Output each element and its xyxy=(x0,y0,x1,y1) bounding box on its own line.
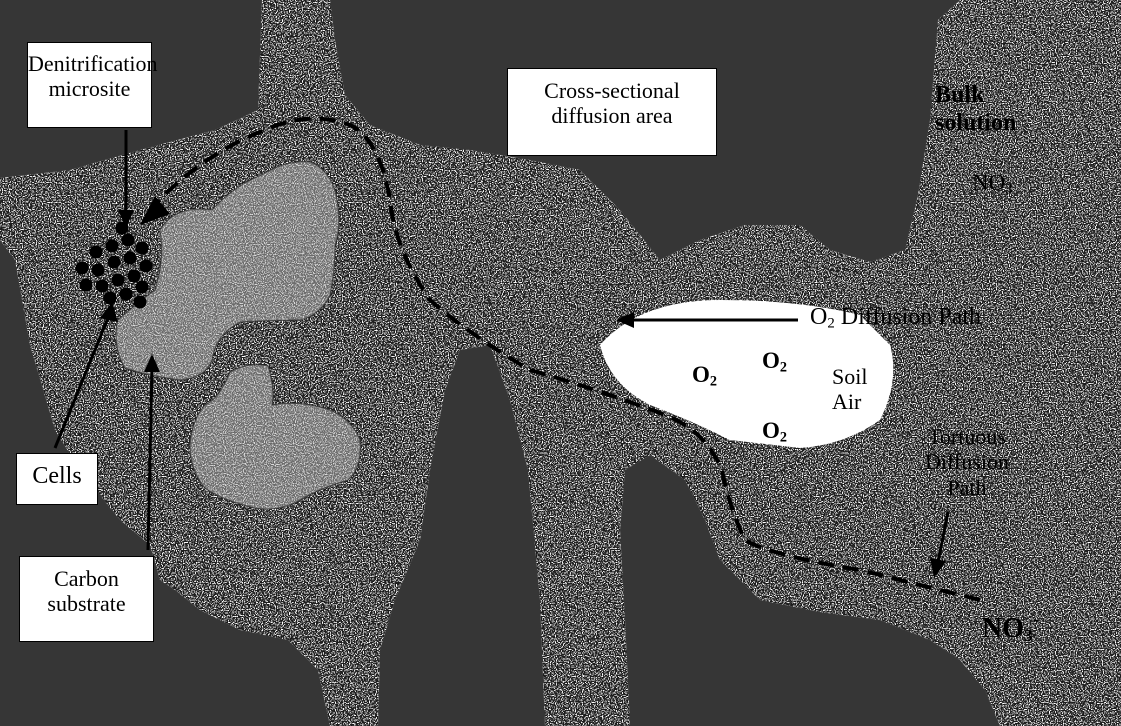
carbon-substrate-line-1: Carbon xyxy=(20,566,153,591)
tortuous-line-1: Tortuous xyxy=(925,424,1009,449)
o2-left-base: O xyxy=(692,362,710,387)
o2-molecule-bottom: O2 xyxy=(762,418,787,446)
nitrate-outlet-subscript: 3 xyxy=(1024,626,1033,645)
carbon-substrate-line-2: substrate xyxy=(20,591,153,616)
o2-bottom-base: O xyxy=(762,418,780,443)
cross-sectional-area-label: Cross-sectional diffusion area xyxy=(507,68,717,156)
o2-path-text: Diffusion Path xyxy=(835,304,981,330)
soil-air-line-1: Soil xyxy=(832,364,867,389)
o2-top-base: O xyxy=(762,348,780,373)
o2-path-o: O xyxy=(810,304,827,330)
o2-molecule-left: O2 xyxy=(692,362,717,390)
bulk-solution-line-2: solution xyxy=(935,110,1016,138)
bulk-solution-line-1: Bulk xyxy=(935,82,1016,110)
carbon-substrate-label: Carbon substrate xyxy=(19,556,154,642)
o2-top-subscript: 2 xyxy=(780,360,787,376)
nitrate-bulk-base: NO xyxy=(972,170,1005,195)
microsite-label-line-1: Denitrification xyxy=(28,51,151,76)
nitrate-bulk-subscript: 3 xyxy=(1005,182,1012,198)
cross-sectional-line-2: diffusion area xyxy=(508,103,716,128)
o2-path-subscript: 2 xyxy=(827,316,834,332)
soil-air-label: Soil Air xyxy=(832,364,867,415)
cells-label-text: Cells xyxy=(32,463,81,489)
tortuous-diffusion-path-label: Tortuous Diffusion Path xyxy=(925,424,1009,500)
nitrate-outlet-superscript: - xyxy=(1033,610,1039,629)
soil-air-line-2: Air xyxy=(832,389,867,414)
bulk-solution-label: Bulk solution xyxy=(935,82,1016,137)
microsite-label-line-2: microsite xyxy=(28,76,151,101)
nitrate-outlet-label: NO3- xyxy=(982,610,1038,646)
tortuous-line-2: Diffusion xyxy=(925,449,1009,474)
o2-bottom-subscript: 2 xyxy=(780,430,787,446)
cells-label: Cells xyxy=(16,453,98,505)
nitrate-outlet-base: NO xyxy=(982,613,1024,644)
denitrification-microsite-label: Denitrification microsite xyxy=(27,42,152,128)
nitrate-bulk-label: NO3 xyxy=(972,170,1012,198)
tortuous-line-3: Path xyxy=(925,475,1009,500)
o2-molecule-top: O2 xyxy=(762,348,787,376)
cross-sectional-line-1: Cross-sectional xyxy=(508,78,716,103)
o2-left-subscript: 2 xyxy=(710,374,717,390)
o2-diffusion-path-label: O2 Diffusion Path xyxy=(810,304,981,333)
